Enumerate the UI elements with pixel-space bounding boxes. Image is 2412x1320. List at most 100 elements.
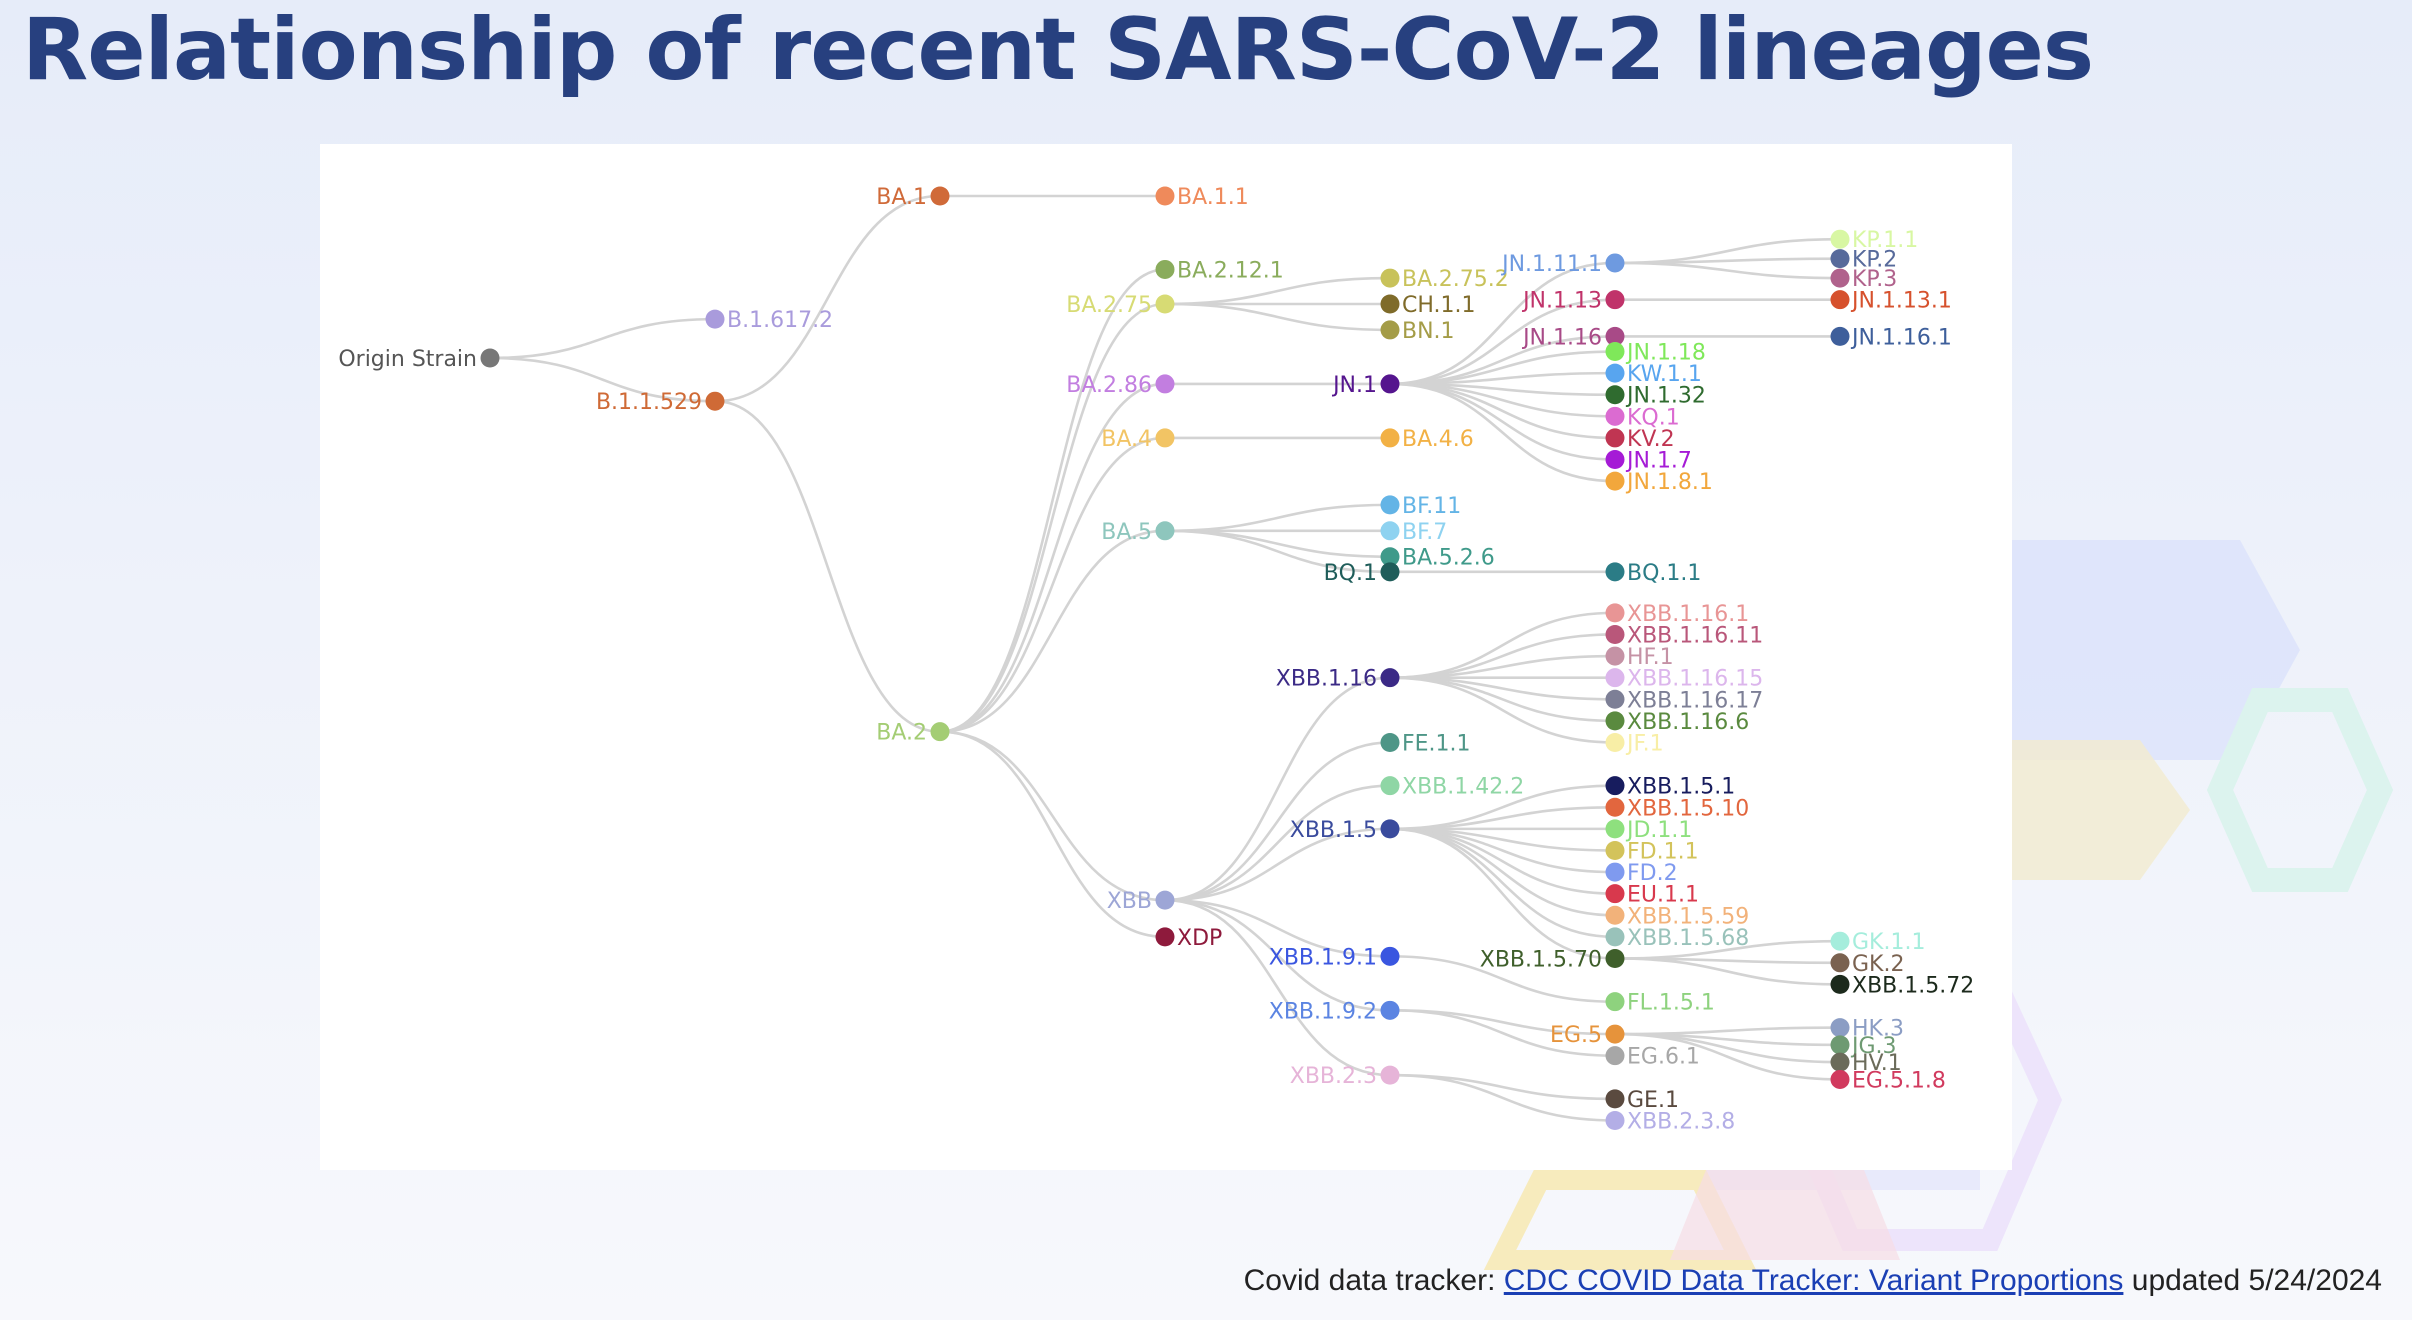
node-dot-ge-1[interactable]	[1605, 1089, 1625, 1109]
node-dot-jn-1-11-1[interactable]	[1605, 253, 1625, 273]
node-dot-jd-1-1[interactable]	[1605, 819, 1625, 839]
node-dot-xbb-1-16-1[interactable]	[1605, 603, 1625, 623]
node-dot-jn-1[interactable]	[1380, 374, 1400, 394]
edge-jn-1-to-jn-1-13	[1389, 298, 1616, 386]
node-dot-ba-5[interactable]	[1155, 521, 1175, 541]
node-dot-bf-7[interactable]	[1380, 521, 1400, 541]
node-dot-xbb-1-5-72[interactable]	[1830, 974, 1850, 994]
node-dot-jn-1-13-1[interactable]	[1830, 290, 1850, 310]
node-dot-jn-1-18[interactable]	[1605, 342, 1625, 362]
node-dot-bq-1-1[interactable]	[1605, 562, 1625, 582]
node-dot-kw-1-1[interactable]	[1605, 363, 1625, 383]
node-dot-xbb-1-5-59[interactable]	[1605, 905, 1625, 925]
node-dot-xbb[interactable]	[1155, 890, 1175, 910]
node-label-kw-1-1: KW.1.1	[1627, 362, 1702, 387]
edge-xbb-to-xbb-1-9-2	[1164, 898, 1391, 1012]
node-dot-jf-1[interactable]	[1605, 732, 1625, 752]
node-dot-fl-1-5-1[interactable]	[1605, 992, 1625, 1012]
node-dot-gk-2[interactable]	[1830, 953, 1850, 973]
node-label-eg-6-1: EG.6.1	[1627, 1045, 1700, 1070]
node-dot-xbb-1-16-6[interactable]	[1605, 711, 1625, 731]
node-dot-ba-5-2-6[interactable]	[1380, 547, 1400, 567]
node-dot-ba-2-12-1[interactable]	[1155, 259, 1175, 279]
node-dot-fe-1-1[interactable]	[1380, 732, 1400, 752]
node-label-xbb-1-5-68: XBB.1.5.68	[1627, 926, 1749, 951]
node-dot-ba-2-75-2[interactable]	[1380, 268, 1400, 288]
node-dot-eg-5[interactable]	[1605, 1024, 1625, 1044]
node-dot-xbb-1-16-15[interactable]	[1605, 668, 1625, 688]
cdc-tracker-link[interactable]: CDC COVID Data Tracker: Variant Proporti…	[1503, 1264, 2124, 1297]
node-dot-ch-1-1[interactable]	[1380, 294, 1400, 314]
node-dot-origin-strain[interactable]	[480, 348, 500, 368]
node-dot-xbb-1-16-11[interactable]	[1605, 624, 1625, 644]
node-label-ba-2-86: BA.2.86	[1066, 373, 1152, 398]
edge-jn-1-11-1-to-kp-3	[1614, 261, 1841, 280]
node-dot-bf-11[interactable]	[1380, 495, 1400, 515]
node-dot-ba-2-75[interactable]	[1155, 294, 1175, 314]
edge-xbb-1-5-to-xbb-1-5-10	[1389, 805, 1616, 831]
node-dot-xbb-1-42-2[interactable]	[1380, 776, 1400, 796]
node-dot-hv-1[interactable]	[1830, 1052, 1850, 1072]
edge-b-1-1-529-to-ba-1	[714, 194, 941, 403]
node-dot-xdp[interactable]	[1155, 927, 1175, 947]
edge-xbb-1-5-to-xbb-1-5-70	[1389, 827, 1616, 960]
node-dot-ba-2[interactable]	[930, 722, 950, 742]
node-dot-xbb-1-16-17[interactable]	[1605, 689, 1625, 709]
node-dot-kv-2[interactable]	[1605, 428, 1625, 448]
node-dot-xbb-2-3-8[interactable]	[1605, 1110, 1625, 1130]
node-dot-ba-1[interactable]	[930, 186, 950, 206]
node-dot-jg-3[interactable]	[1830, 1035, 1850, 1055]
node-dot-bn-1[interactable]	[1380, 320, 1400, 340]
node-dot-gk-1-1[interactable]	[1830, 931, 1850, 951]
node-label-xbb-1-42-2: XBB.1.42.2	[1402, 775, 1524, 800]
node-dot-eg-5-1-8[interactable]	[1830, 1069, 1850, 1089]
node-label-jn-1-18: JN.1.18	[1625, 341, 1706, 366]
node-dot-jn-1-8-1[interactable]	[1605, 471, 1625, 491]
node-dot-b-1-1-529[interactable]	[705, 391, 725, 411]
node-dot-ba-4[interactable]	[1155, 428, 1175, 448]
node-label-xbb-2-3: XBB.2.3	[1290, 1064, 1377, 1089]
node-dot-eu-1-1[interactable]	[1605, 884, 1625, 904]
node-dot-jn-1-16[interactable]	[1605, 326, 1625, 346]
edge-ba-2-to-ba-4	[939, 436, 1166, 733]
node-dot-eg-6-1[interactable]	[1605, 1046, 1625, 1066]
node-dot-ba-1-1[interactable]	[1155, 186, 1175, 206]
edge-ba-2-to-xdp	[939, 730, 1166, 939]
node-label-kp-1-1: KP.1.1	[1852, 228, 1918, 253]
node-dot-kp-3[interactable]	[1830, 268, 1850, 288]
node-dot-jn-1-7[interactable]	[1605, 450, 1625, 470]
node-label-ba-2-75: BA.2.75	[1066, 293, 1152, 318]
node-dot-kp-2[interactable]	[1830, 249, 1850, 269]
node-label-xbb-1-16-17: XBB.1.16.17	[1627, 688, 1763, 713]
edge-ba-2-to-ba-2-86	[939, 382, 1166, 733]
node-dot-jn-1-13[interactable]	[1605, 290, 1625, 310]
node-label-bq-1-1: BQ.1.1	[1627, 561, 1701, 586]
node-dot-xbb-2-3[interactable]	[1380, 1065, 1400, 1085]
node-label-fl-1-5-1: FL.1.5.1	[1627, 991, 1715, 1016]
node-label-hv-1: HV.1	[1852, 1051, 1902, 1076]
edge-xbb-2-3-to-ge-1	[1389, 1073, 1616, 1101]
node-dot-ba-2-86[interactable]	[1155, 374, 1175, 394]
node-label-b-1-1-529: B.1.1.529	[596, 390, 702, 415]
node-dot-jn-1-16-1[interactable]	[1830, 326, 1850, 346]
node-dot-jn-1-32[interactable]	[1605, 385, 1625, 405]
node-dot-xbb-1-5[interactable]	[1380, 819, 1400, 839]
node-dot-b-1-617-2[interactable]	[705, 309, 725, 329]
node-dot-hf-1[interactable]	[1605, 646, 1625, 666]
node-dot-xbb-1-5-68[interactable]	[1605, 927, 1625, 947]
edge-eg-5-to-eg-5-1-8	[1614, 1032, 1841, 1081]
node-dot-xbb-1-5-1[interactable]	[1605, 776, 1625, 796]
node-dot-kq-1[interactable]	[1605, 406, 1625, 426]
node-dot-xbb-1-5-70[interactable]	[1605, 948, 1625, 968]
node-dot-fd-2[interactable]	[1605, 862, 1625, 882]
node-label-jn-1: JN.1	[1331, 373, 1377, 398]
node-dot-ba-4-6[interactable]	[1380, 428, 1400, 448]
node-dot-xbb-1-5-10[interactable]	[1605, 797, 1625, 817]
node-dot-xbb-1-9-2[interactable]	[1380, 1000, 1400, 1020]
node-dot-kp-1-1[interactable]	[1830, 229, 1850, 249]
node-dot-xbb-1-9-1[interactable]	[1380, 946, 1400, 966]
node-dot-hk-3[interactable]	[1830, 1018, 1850, 1038]
node-dot-fd-1-1[interactable]	[1605, 840, 1625, 860]
node-dot-xbb-1-16[interactable]	[1380, 668, 1400, 688]
node-dot-bq-1[interactable]	[1380, 562, 1400, 582]
